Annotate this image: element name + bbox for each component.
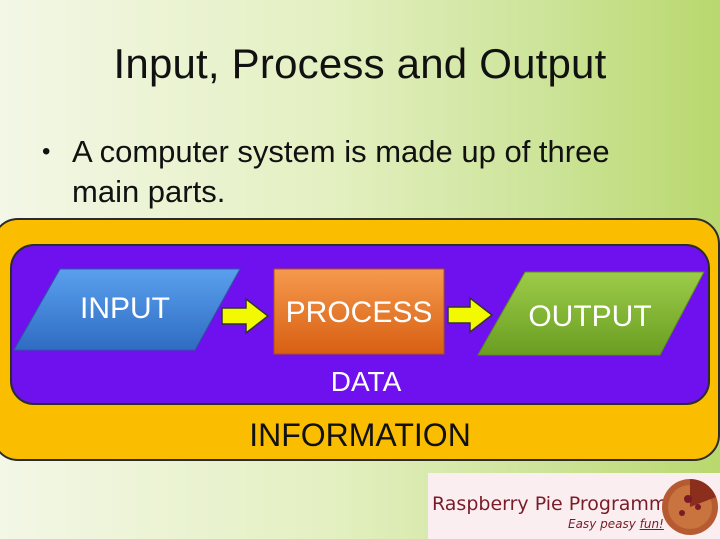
output-shape (477, 271, 705, 356)
bullet-text: A computer system is made up of three ma… (72, 134, 610, 209)
arrow-process-to-output (447, 296, 494, 334)
data-label: DATA (330, 366, 402, 397)
pie-icon (662, 479, 718, 535)
output-label: OUTPUT (528, 300, 652, 333)
logo-banner: Raspberry Pie Programming Easy peasy fun… (428, 473, 720, 539)
arrow-input-to-process (221, 297, 270, 335)
logo-name: Raspberry Pie Programming (432, 493, 697, 515)
process-label: PROCESS (285, 296, 433, 329)
page-title: Input, Process and Output (113, 40, 607, 87)
process-shape (273, 268, 445, 355)
information-label: INFORMATION (249, 417, 471, 453)
bullet-marker: • (42, 138, 51, 165)
logo-tagline: Easy peasy fun! (568, 517, 664, 531)
input-label: INPUT (80, 292, 170, 325)
input-shape (13, 268, 241, 351)
